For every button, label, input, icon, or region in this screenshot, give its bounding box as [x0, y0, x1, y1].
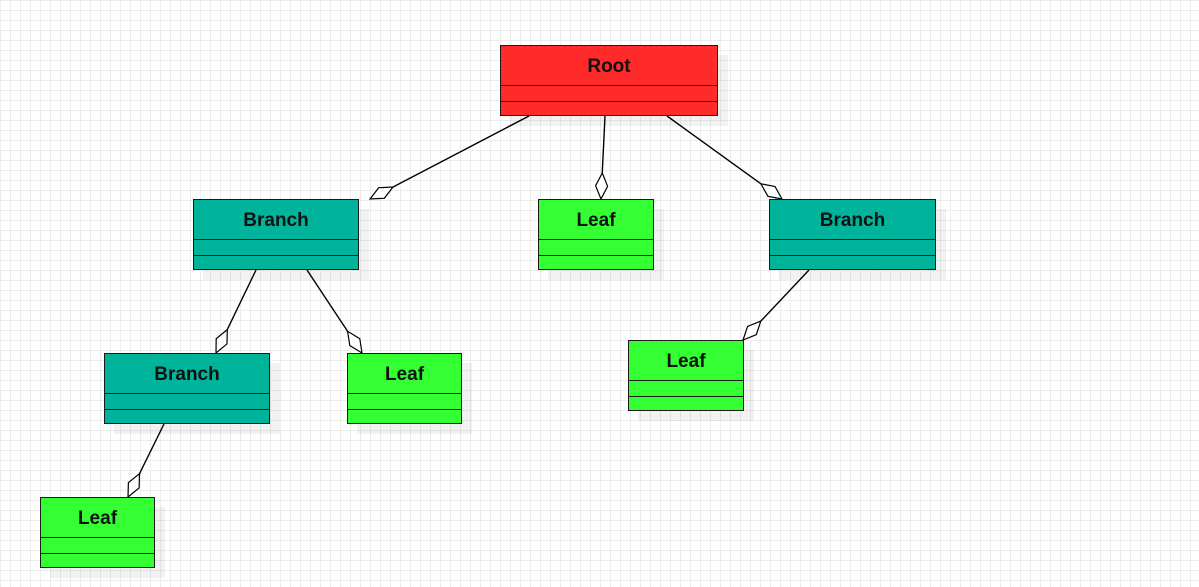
- class-box-leaf-d[interactable]: Leaf: [40, 497, 155, 568]
- aggregation-diamond-icon: [346, 330, 363, 355]
- attributes-compartment: [348, 394, 461, 410]
- methods-compartment: [41, 554, 154, 568]
- methods-compartment: [629, 397, 743, 411]
- aggregation-diamond-icon: [368, 186, 395, 200]
- methods-compartment: [194, 256, 358, 270]
- class-name: Branch: [105, 354, 269, 394]
- aggregation-line-branch-c-to-leaf-d: [138, 423, 165, 474]
- class-name: Leaf: [348, 354, 461, 394]
- class-box-root[interactable]: Root: [500, 45, 718, 116]
- aggregation-diamond-icon: [215, 328, 228, 355]
- aggregation-line-root-to-leaf-a: [601, 115, 606, 174]
- class-box-leaf-c[interactable]: Leaf: [628, 340, 744, 411]
- class-name: Leaf: [629, 341, 743, 381]
- class-name: Root: [501, 46, 717, 86]
- attributes-compartment: [501, 86, 717, 102]
- class-name: Leaf: [41, 498, 154, 538]
- aggregation-line-branch-b-to-leaf-c: [760, 269, 810, 322]
- class-name: Branch: [194, 200, 358, 240]
- aggregation-diamond-icon: [742, 320, 762, 342]
- attributes-compartment: [41, 538, 154, 554]
- attributes-compartment: [194, 240, 358, 256]
- class-box-leaf-a[interactable]: Leaf: [538, 199, 654, 270]
- class-box-branch-c[interactable]: Branch: [104, 353, 270, 424]
- class-name: Leaf: [539, 200, 653, 240]
- methods-compartment: [348, 410, 461, 424]
- methods-compartment: [105, 410, 269, 424]
- class-box-branch-b[interactable]: Branch: [769, 199, 936, 270]
- aggregation-diamond-icon: [127, 472, 141, 499]
- class-box-leaf-b[interactable]: Leaf: [347, 353, 462, 424]
- attributes-compartment: [539, 240, 653, 256]
- methods-compartment: [501, 102, 717, 116]
- aggregation-diamond-icon: [594, 171, 609, 201]
- attributes-compartment: [629, 381, 743, 397]
- methods-compartment: [770, 256, 935, 270]
- class-name: Branch: [770, 200, 935, 240]
- methods-compartment: [539, 256, 653, 270]
- aggregation-diamond-icon: [759, 182, 784, 200]
- class-box-branch-a[interactable]: Branch: [193, 199, 359, 270]
- aggregation-line-root-to-branch-a: [392, 115, 530, 188]
- aggregation-line-root-to-branch-b: [666, 115, 762, 185]
- attributes-compartment: [770, 240, 935, 256]
- attributes-compartment: [105, 394, 269, 410]
- aggregation-line-branch-a-to-leaf-b: [306, 269, 349, 332]
- aggregation-line-branch-a-to-branch-c: [226, 269, 257, 330]
